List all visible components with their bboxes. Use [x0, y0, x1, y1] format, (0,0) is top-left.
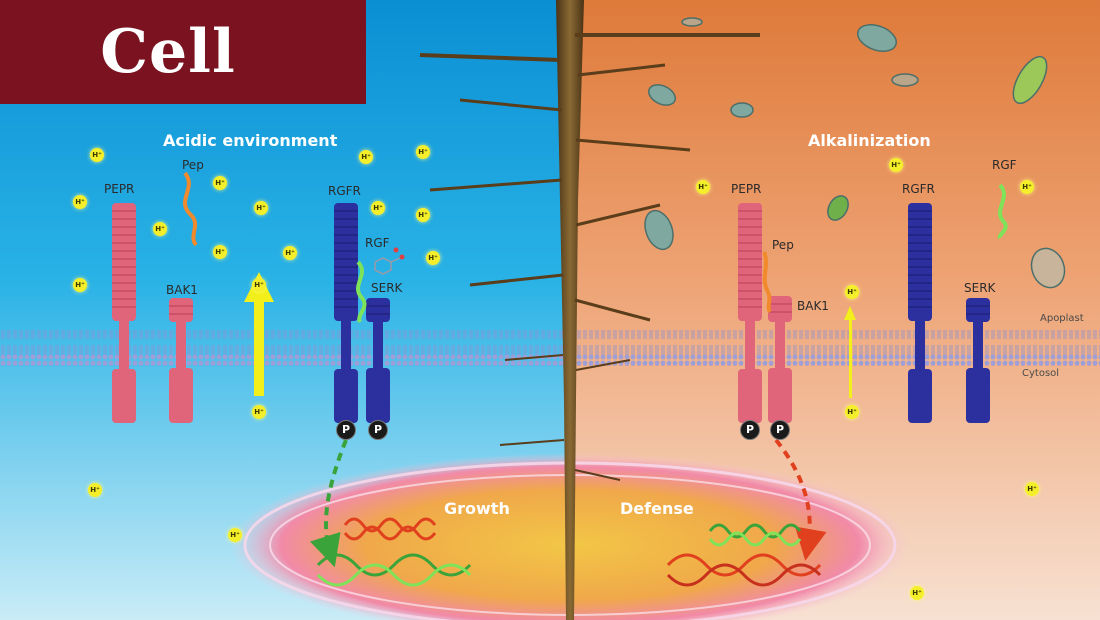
plasma-membrane [0, 330, 1100, 366]
rgf-label-right: RGF [992, 158, 1017, 172]
acidic-environment-heading: Acidic environment [163, 131, 338, 150]
defense-signal-arrow [774, 438, 827, 561]
proton-icon: H⁺ [228, 528, 242, 542]
proton-icon: H⁺ [416, 145, 430, 159]
bak1-label-left: BAK1 [166, 283, 198, 297]
proton-icon: H⁺ [283, 246, 297, 260]
proton-icon: H⁺ [90, 148, 104, 162]
cytosol-label: Cytosol [1022, 368, 1060, 379]
rgfr-label-left: RGFR [328, 184, 361, 198]
rgf-peptide-right [997, 183, 1008, 239]
bak1-receptor-left [169, 298, 193, 423]
growth-signal-arrow [309, 439, 348, 568]
pepr-label-right: PEPR [731, 182, 762, 196]
pathogen-icon [644, 17, 1066, 289]
root-icon [419, 0, 760, 620]
growth-label: Growth [444, 499, 510, 518]
pep-label-right: Pep [772, 238, 794, 252]
bak1-receptor-right [768, 296, 792, 423]
defense-label: Defense [620, 499, 694, 518]
proton-icon: H⁺ [88, 483, 102, 497]
proton-icon: H⁺ [252, 405, 266, 419]
serk-receptor-right [966, 298, 990, 423]
proton-icon: H⁺ [910, 586, 924, 600]
alkalinization-heading: Alkalinization [808, 131, 931, 150]
phosphate-icon: P [368, 420, 388, 440]
proton-icon: H⁺ [153, 222, 167, 236]
dna-helix-icon [316, 517, 822, 587]
proton-icon: H⁺ [359, 150, 373, 164]
proton-icon: H⁺ [1025, 482, 1039, 496]
proton-icon: H⁺ [696, 180, 710, 194]
pep-label-left: Pep [182, 158, 204, 172]
journal-logo: Cell [0, 0, 366, 104]
serk-label-left: SERK [371, 281, 403, 295]
rgfr-label-right: RGFR [902, 182, 935, 196]
bak1-label-right: BAK1 [797, 299, 829, 313]
proton-icon: H⁺ [213, 245, 227, 259]
rgf-label-left: RGF [365, 236, 390, 250]
proton-icon: H⁺ [845, 405, 859, 419]
proton-icon: H⁺ [73, 195, 87, 209]
proton-flow-arrow-right [844, 306, 856, 398]
proton-icon: H⁺ [416, 208, 430, 222]
journal-name: Cell [100, 17, 236, 87]
rgf-peptide-left [356, 260, 367, 323]
rgfr-receptor-left [334, 203, 358, 423]
apoplast-label: Apoplast [1040, 313, 1084, 324]
proton-icon: H⁺ [371, 201, 385, 215]
proton-icon: H⁺ [889, 158, 903, 172]
proton-icon: H⁺ [252, 278, 266, 292]
serk-receptor-left [366, 298, 390, 423]
phosphate-icon: P [740, 420, 760, 440]
proton-icon: H⁺ [213, 176, 227, 190]
proton-icon: H⁺ [426, 251, 440, 265]
proton-icon: H⁺ [254, 201, 268, 215]
pepr-receptor-left [112, 203, 136, 423]
pep-peptide-right [762, 251, 772, 314]
sulfated-tyrosine-icon [374, 247, 405, 275]
proton-icon: H⁺ [845, 285, 859, 299]
rgfr-receptor-right [908, 203, 932, 423]
proton-icon: H⁺ [1020, 180, 1034, 194]
phosphate-icon: P [336, 420, 356, 440]
phosphate-icon: P [770, 420, 790, 440]
pepr-label-left: PEPR [104, 182, 135, 196]
serk-label-right: SERK [964, 281, 996, 295]
proton-icon: H⁺ [73, 278, 87, 292]
pepr-receptor-right [738, 203, 762, 423]
pep-peptide-left [183, 171, 198, 247]
